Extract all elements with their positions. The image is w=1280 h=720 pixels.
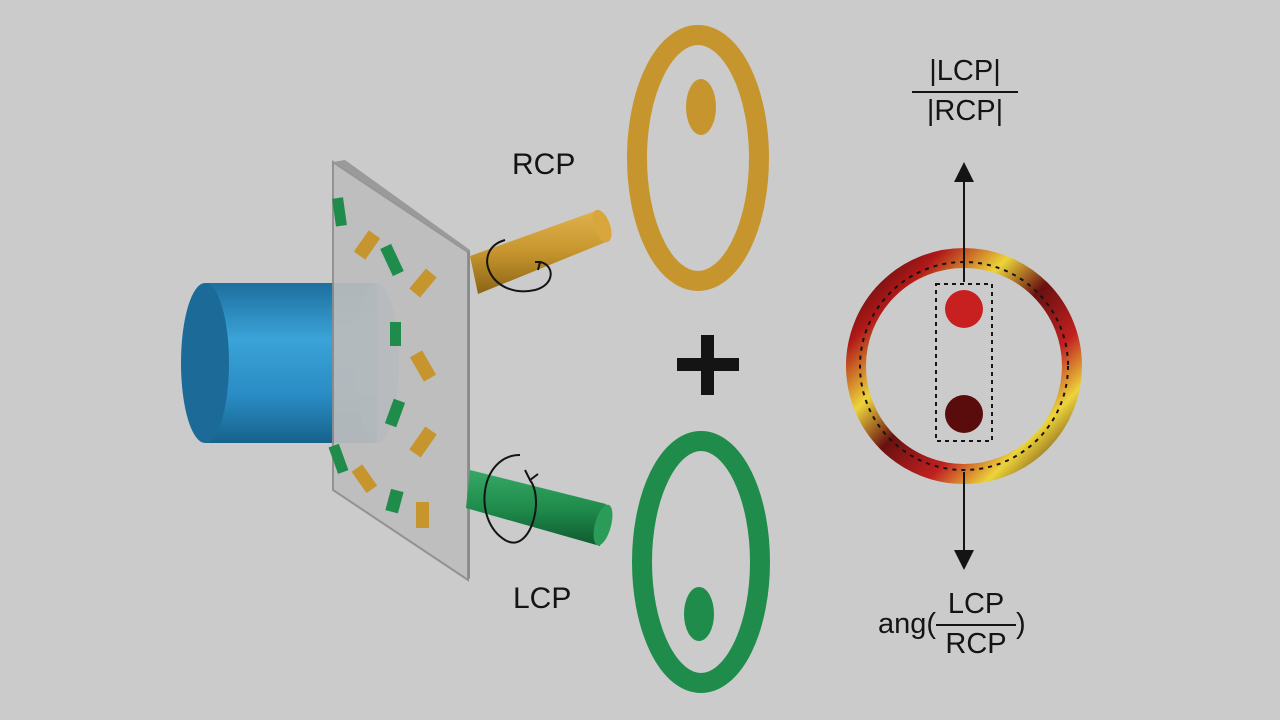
lower-spot	[945, 395, 983, 433]
amplitude-numerator: |LCP|	[929, 55, 1001, 87]
meta-atoms	[328, 197, 437, 528]
phase-numerator: LCP	[947, 588, 1005, 620]
lcp-label: LCP	[513, 582, 572, 615]
phase-denominator: RCP	[945, 628, 1007, 660]
phase-prefix: ang(	[878, 608, 937, 640]
lcp-output-ring	[632, 431, 770, 693]
rcp-output-ring	[627, 25, 769, 291]
plus-sign	[677, 335, 739, 395]
fraction-bar	[936, 624, 1017, 626]
lcp-beam	[466, 454, 613, 546]
rcp-label: RCP	[512, 148, 576, 181]
phase-fraction: LCP RCP	[936, 588, 1017, 661]
fraction-bar	[912, 91, 1018, 93]
phase-suffix: )	[1016, 608, 1026, 640]
rcp-beam	[470, 209, 612, 294]
amplitude-denominator: |RCP|	[926, 95, 1004, 127]
phase-ratio: ang( LCP RCP )	[878, 588, 1026, 661]
combined-ring	[846, 248, 1082, 484]
amplitude-ratio: |LCP| |RCP|	[912, 55, 1018, 128]
upper-spot	[945, 290, 983, 328]
metasurface-plate	[332, 160, 470, 582]
